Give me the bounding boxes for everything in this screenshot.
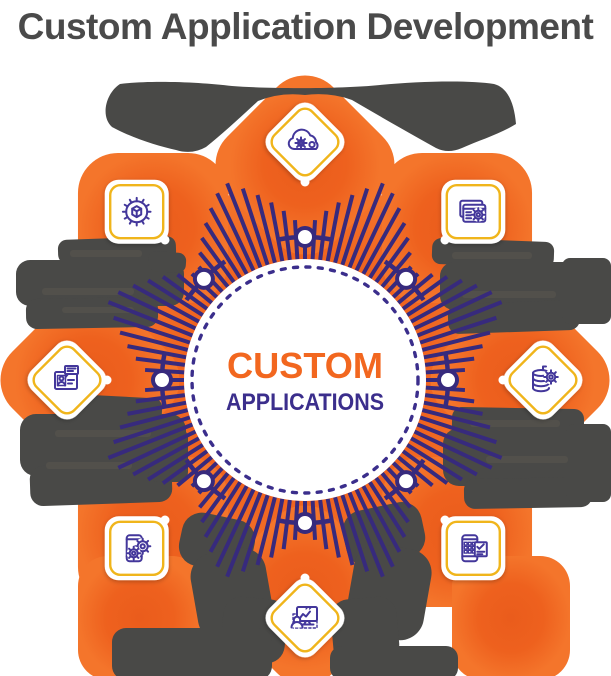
center-title: CUSTOM [227, 345, 383, 386]
icon-tile-bottom-right [441, 516, 506, 581]
petal-dot [300, 177, 310, 187]
ring-node [151, 369, 173, 391]
database-gear-icon [532, 365, 559, 393]
cloud-gear-icon [287, 128, 319, 150]
ring-node [294, 226, 316, 248]
phone-checklist-icon [461, 534, 488, 563]
petal-dot [440, 515, 450, 525]
petal-dot [498, 375, 508, 385]
icon-tile-top [265, 102, 345, 182]
center-subtitle: APPLICATIONS [226, 389, 384, 416]
browser-gear-icon [459, 199, 487, 223]
ring-node [192, 267, 215, 290]
icon-tile-left [27, 340, 107, 420]
monitor-user-icon [290, 606, 318, 629]
striped-ring [107, 182, 503, 578]
ring-node [395, 267, 418, 290]
center-disc [184, 259, 426, 501]
ring-node [395, 470, 418, 493]
icon-tiles [27, 102, 583, 658]
icon-tile-top-right [441, 179, 506, 244]
phone-gears-icon [125, 534, 152, 563]
petal-dot [440, 235, 450, 245]
ring-node [294, 512, 316, 534]
icon-tile-top-left [104, 179, 169, 244]
gear-cube-icon [121, 196, 152, 227]
dashed-circle [190, 265, 420, 495]
petal-dot [102, 375, 112, 385]
ring-node [192, 470, 215, 493]
icon-tile-bottom [265, 578, 345, 658]
petal-dot [160, 235, 170, 245]
petal-dot [300, 573, 310, 583]
petal-dot [160, 515, 170, 525]
ring-nodes [151, 226, 459, 534]
icon-tile-bottom-left [104, 516, 169, 581]
petal-dots [102, 177, 508, 583]
page-title: Custom Application Development [17, 6, 594, 47]
icon-tile-right [503, 340, 583, 420]
id-card-chat-icon [54, 365, 79, 390]
ring-node [437, 369, 459, 391]
